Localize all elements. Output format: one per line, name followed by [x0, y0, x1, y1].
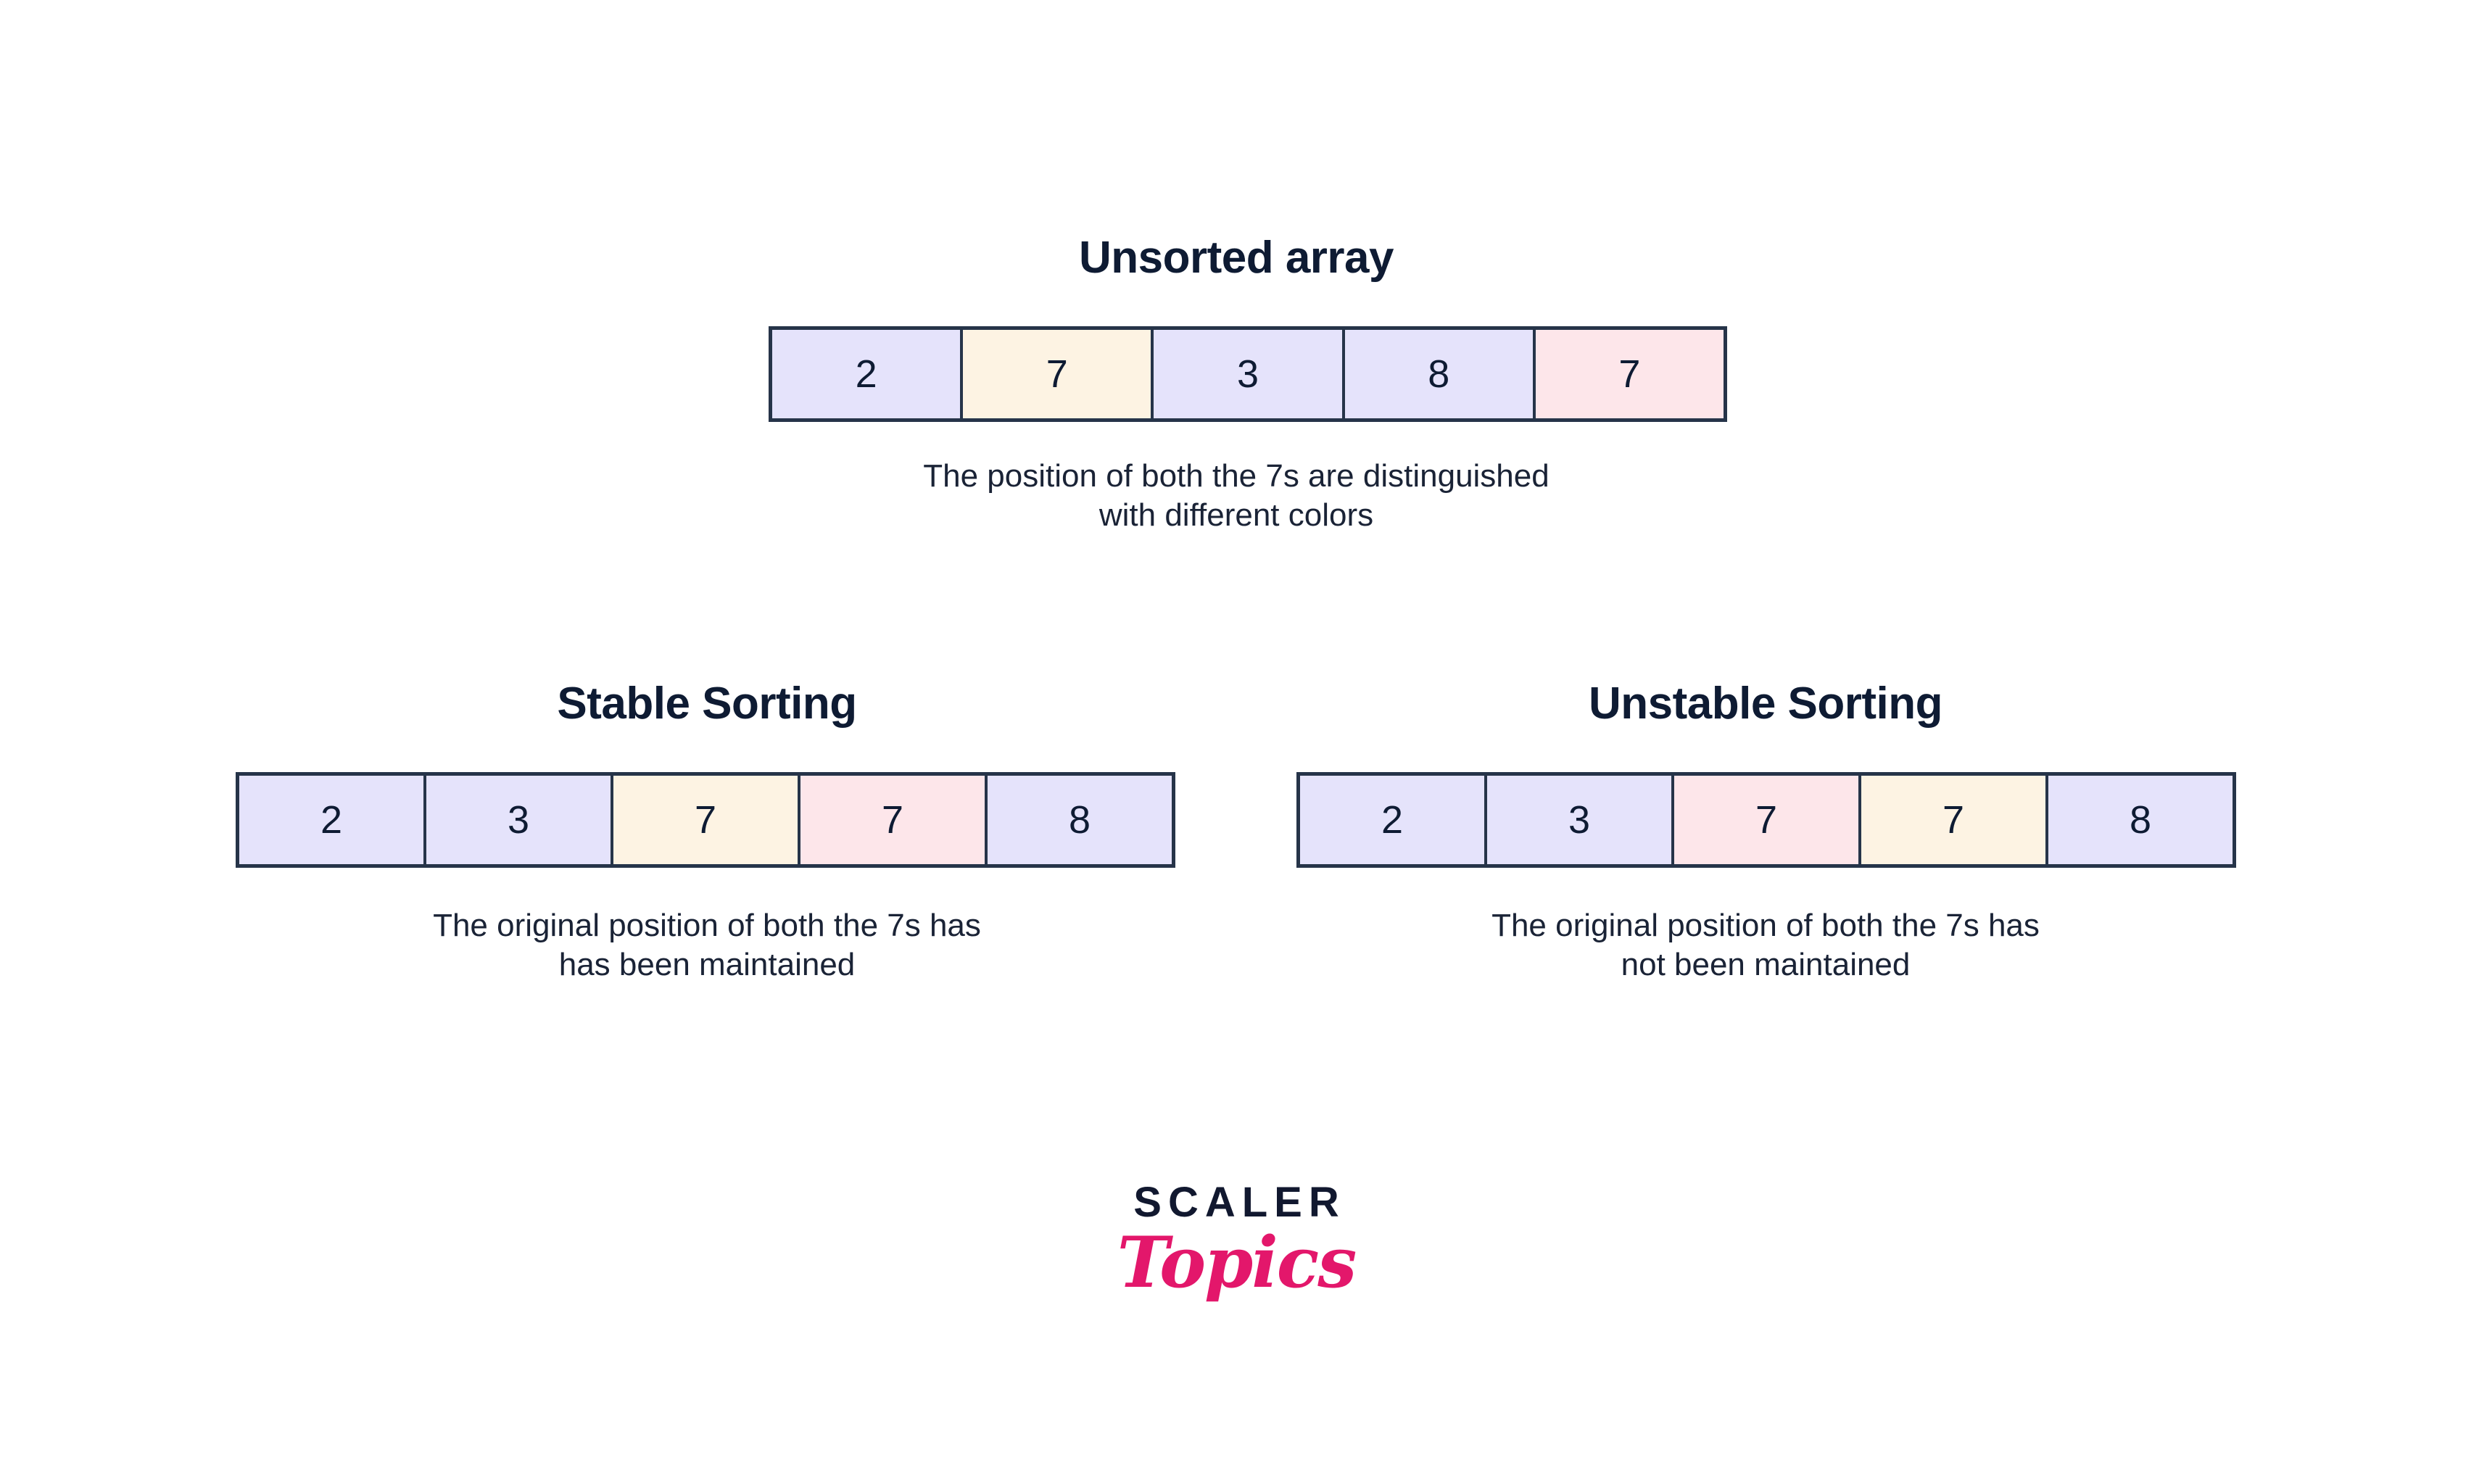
array-cell: 7 [800, 776, 988, 864]
array-cell: 8 [1344, 330, 1536, 418]
array-cell: 7 [963, 330, 1154, 418]
array-cell: 7 [1861, 776, 2048, 864]
array-cell: 7 [1674, 776, 1861, 864]
array-cell: 7 [613, 776, 800, 864]
array-cell: 3 [1154, 330, 1345, 418]
array-cell: 3 [426, 776, 613, 864]
array-cell: 3 [1487, 776, 1674, 864]
unstable-sorting-title: Unstable Sorting [1588, 679, 1943, 729]
logo-topics-wordmark: Topics [1117, 1222, 1357, 1303]
logo-scaler-wordmark: SCALER [1133, 1179, 1346, 1226]
unsorted-array-title: Unsorted array [1078, 233, 1394, 283]
scaler-topics-logo: SCALER Topics [982, 1182, 1490, 1298]
stable-sorting-caption: The original position of both the 7s has… [433, 908, 981, 982]
stable-sorting-title: Stable Sorting [557, 679, 857, 729]
array-cell: 7 [1535, 330, 1724, 418]
array-cell: 2 [1300, 776, 1487, 864]
array-cell: 8 [2048, 776, 2233, 864]
unsorted-array-caption: The position of both the 7s are distingu… [923, 458, 1549, 533]
array-cell: 2 [772, 330, 964, 418]
array-cell: 8 [988, 776, 1172, 864]
unstable-sorting-caption: The original position of both the 7s has… [1491, 908, 2040, 982]
array-cell: 2 [239, 776, 426, 864]
